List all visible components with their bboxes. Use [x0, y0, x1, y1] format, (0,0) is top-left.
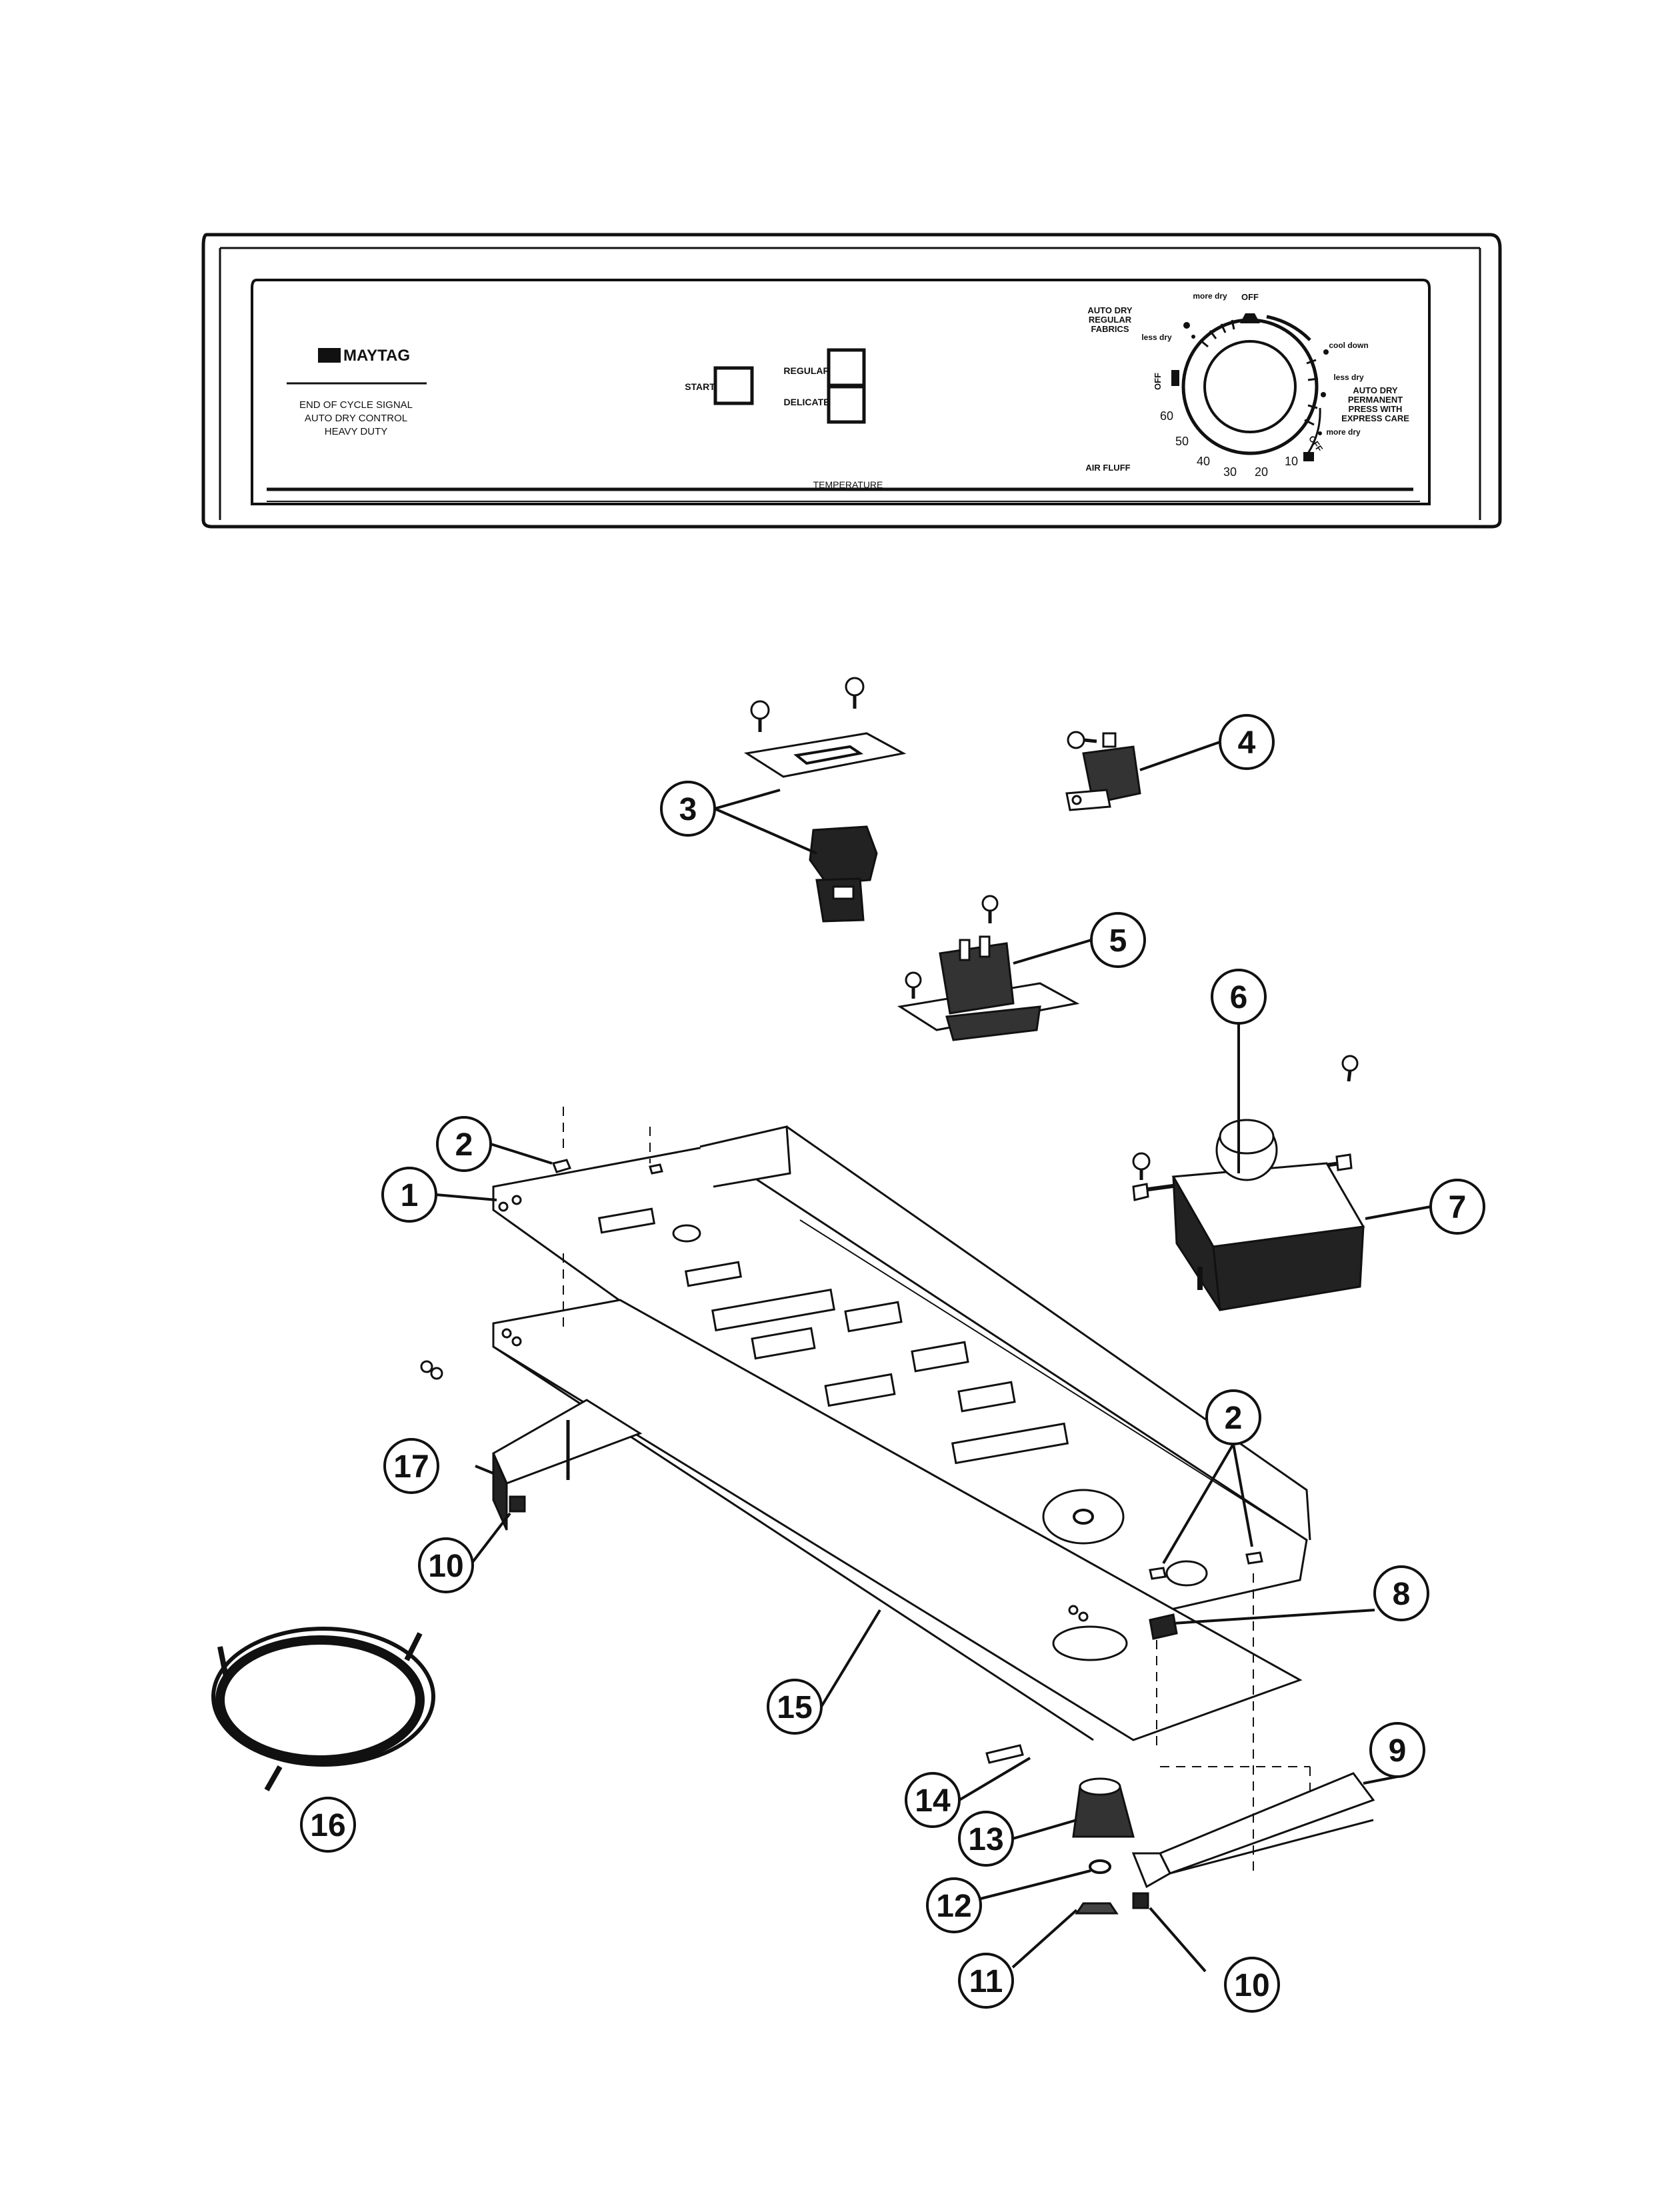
- svg-text:2: 2: [455, 1127, 473, 1163]
- callout-8: 8: [1373, 1565, 1429, 1621]
- regular-button[interactable]: [827, 348, 866, 387]
- auto-dry-permanent-4: EXPRESS CARE: [1341, 413, 1409, 423]
- leader-lines: [435, 741, 1431, 1973]
- alignment-lines: [563, 1107, 1311, 1873]
- part-5-temp-switch: [897, 895, 1080, 1041]
- svg-text:11: 11: [969, 1964, 1003, 1999]
- callout-11: 11: [958, 1953, 1014, 2009]
- dial-number-20: 20: [1255, 465, 1268, 479]
- svg-text:9: 9: [1389, 1733, 1407, 1769]
- svg-text:10: 10: [1234, 1968, 1269, 2003]
- svg-text:4: 4: [1238, 725, 1256, 761]
- svg-text:12: 12: [936, 1889, 971, 1924]
- callout-13: 13: [958, 1811, 1014, 1867]
- temperature-label: TEMPERATURE: [813, 479, 883, 490]
- cool-down: cool down: [1329, 341, 1368, 350]
- callout-17: 17: [383, 1438, 439, 1494]
- part-16-wire-harness: [211, 1627, 435, 1791]
- callout-6: 6: [1211, 969, 1267, 1025]
- callout-16: 16: [300, 1797, 356, 1853]
- svg-text:10: 10: [428, 1549, 463, 1584]
- feature-line-2: AUTO DRY CONTROL: [305, 413, 407, 424]
- auto-dry-regular-2: REGULAR: [1089, 315, 1132, 325]
- callout-10-right: 10: [1224, 1957, 1280, 2013]
- callout-14: 14: [905, 1772, 961, 1828]
- callout-2-lower: 2: [1205, 1389, 1261, 1445]
- callout-15: 15: [767, 1679, 823, 1735]
- more-dry-right: more dry: [1326, 427, 1361, 437]
- callouts: 1 2 2 3 4 5 6 7 8 9 10 10 11 12 13 14 15…: [300, 714, 1485, 2013]
- svg-text:13: 13: [968, 1822, 1003, 1857]
- auto-dry-regular-1: AUTO DRY: [1087, 305, 1133, 315]
- control-panel: [201, 233, 1502, 529]
- callout-7: 7: [1429, 1179, 1485, 1235]
- part-13-knob: [1072, 1777, 1135, 1838]
- regular-label: REGULAR: [783, 365, 829, 376]
- svg-text:MAYTAG: MAYTAG: [343, 347, 410, 365]
- more-dry-top: more dry: [1193, 291, 1227, 301]
- part-11-cap: [1075, 1902, 1119, 1915]
- part-8-clip: [1149, 1613, 1178, 1640]
- feature-line-3: HEAVY DUTY: [325, 426, 387, 437]
- callout-5: 5: [1090, 912, 1146, 968]
- callout-12: 12: [926, 1877, 982, 1933]
- off-left: OFF: [1153, 373, 1163, 390]
- feature-line-1: END OF CYCLE SIGNAL: [299, 399, 413, 411]
- svg-text:8: 8: [1393, 1577, 1411, 1612]
- delicate-label: DELICATE: [784, 397, 830, 407]
- auto-dry-permanent-3: PRESS WITH: [1349, 404, 1403, 414]
- part-7-timer: [1171, 1119, 1365, 1311]
- callout-10-left: 10: [418, 1537, 474, 1593]
- part-3-switch: [743, 677, 907, 923]
- svg-text:17: 17: [393, 1449, 429, 1485]
- part-12-nut: [1089, 1859, 1111, 1874]
- dial-labels: AUTO DRY REGULAR FABRICS more dry OFF le…: [1085, 291, 1409, 479]
- less-dry-top: less dry: [1141, 333, 1172, 342]
- dial-number-30: 30: [1223, 465, 1237, 479]
- timer-dial[interactable]: [1171, 313, 1329, 461]
- svg-text:6: 6: [1230, 980, 1248, 1015]
- svg-text:3: 3: [679, 792, 697, 827]
- svg-text:16: 16: [310, 1808, 345, 1843]
- air-fluff: AIR FLUFF: [1085, 463, 1130, 473]
- part-14-spring: [985, 1744, 1024, 1764]
- part-10-clip-left: [509, 1495, 526, 1513]
- part-1-console-bracket: [492, 1125, 1311, 1631]
- part-4-buzzer: [1065, 731, 1141, 811]
- start-button[interactable]: [713, 366, 754, 405]
- svg-text:7: 7: [1449, 1190, 1467, 1225]
- delicate-button[interactable]: [827, 385, 866, 424]
- auto-dry-permanent-2: PERMANENT: [1348, 395, 1403, 405]
- part-2-nuts: [551, 1159, 1263, 1580]
- auto-dry-regular-3: FABRICS: [1091, 324, 1129, 334]
- off-top: OFF: [1241, 292, 1259, 302]
- callout-1: 1: [381, 1167, 437, 1223]
- svg-text:15: 15: [777, 1690, 812, 1725]
- callout-4: 4: [1219, 714, 1275, 770]
- auto-dry-permanent-1: AUTO DRY: [1353, 385, 1398, 395]
- callout-9: 9: [1369, 1722, 1425, 1778]
- dial-number-60: 60: [1160, 409, 1173, 423]
- svg-text:5: 5: [1109, 923, 1127, 959]
- dial-number-40: 40: [1197, 455, 1210, 468]
- svg-text:14: 14: [915, 1783, 951, 1819]
- dial-number-10: 10: [1285, 455, 1298, 468]
- dial-number-50: 50: [1175, 435, 1189, 448]
- less-dry-right: less dry: [1333, 373, 1364, 382]
- part-9-end-bracket: [1131, 1772, 1375, 1889]
- svg-text:1: 1: [401, 1178, 419, 1213]
- maytag-logo: MAYTAG: [318, 347, 410, 365]
- start-label: START: [685, 381, 715, 392]
- svg-text:2: 2: [1225, 1401, 1243, 1436]
- part-17-end-bracket: [420, 1360, 643, 1531]
- callout-3: 3: [660, 781, 716, 837]
- part-10-clip-right: [1132, 1892, 1149, 1909]
- callout-2-upper: 2: [436, 1116, 492, 1172]
